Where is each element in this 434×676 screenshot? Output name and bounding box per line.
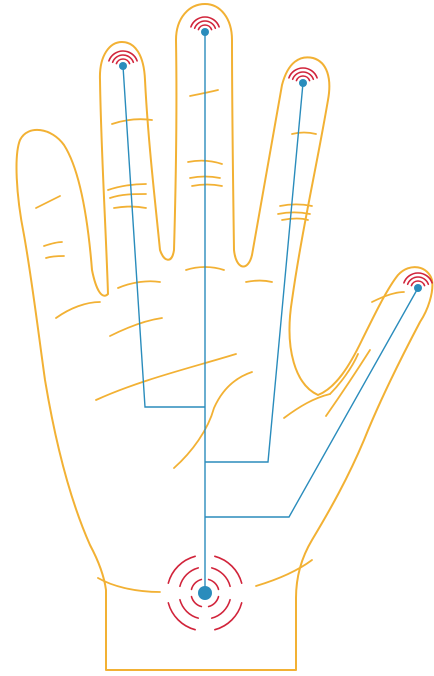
connector-lines (122, 32, 419, 593)
touch-nodes (119, 28, 422, 600)
wrist-pulse-arc-3-2 (214, 555, 243, 584)
tip-pulse-arc-2-1 (115, 58, 131, 65)
crease-line-27 (97, 577, 161, 593)
fingertip-node-3 (299, 79, 307, 87)
pulse-rings (108, 16, 433, 631)
crease-line-3 (45, 255, 65, 259)
crease-line-21 (109, 317, 163, 337)
crease-line-6 (109, 193, 147, 199)
crease-line-26 (371, 291, 405, 303)
crease-line-15 (281, 217, 309, 221)
crease-line-7 (113, 205, 147, 209)
connector-line-2 (122, 65, 205, 408)
crease-line-18 (245, 279, 273, 283)
tip-pulse-arc-3-3 (288, 67, 318, 79)
tip-pulse-arc-3-1 (295, 75, 311, 82)
wrist-node (198, 586, 212, 600)
tip-pulse-arc-1-2 (193, 20, 217, 30)
wrist-pulse-arc-3-3 (214, 602, 243, 631)
crease-line-20 (95, 353, 237, 401)
tip-pulse-arc-1-3 (190, 16, 220, 28)
tip-pulse-arc-3-2 (291, 71, 315, 81)
crease-line-25 (325, 349, 371, 417)
crease-line-13 (279, 203, 313, 207)
palm-creases (35, 89, 405, 593)
crease-line-22 (173, 371, 253, 469)
wrist-pulse-arc-1-2 (207, 578, 220, 591)
tip-pulse-arc-4-2 (406, 276, 430, 286)
wrist-pulse-arc-1-3 (207, 595, 220, 608)
fingertip-node-2 (119, 62, 127, 70)
crease-line-1 (35, 195, 61, 209)
crease-line-16 (117, 280, 161, 289)
crease-line-12 (291, 131, 317, 135)
wrist-pulse-arc-1-4 (190, 595, 203, 608)
crease-line-28 (255, 559, 313, 587)
crease-line-4 (111, 118, 153, 125)
hand-outline-icon (15, 3, 434, 671)
crease-line-23 (283, 393, 331, 419)
wrist-pulse-arc-2-2 (210, 567, 231, 588)
tip-pulse-arc-2-3 (108, 50, 138, 62)
wrist-pulse-arc-1-1 (190, 578, 203, 591)
connector-line-4 (205, 287, 419, 518)
crease-line-24 (329, 353, 359, 395)
wrist-pulse-arc-3-1 (167, 555, 196, 584)
tip-pulse-arc-4-1 (410, 280, 426, 287)
hand-silhouette-icon (15, 3, 434, 671)
wrist-pulse-arc-2-4 (179, 598, 200, 619)
wrist-pulse-arc-2-3 (210, 598, 231, 619)
crease-line-9 (187, 159, 223, 165)
tip-pulse-arc-1-1 (197, 24, 213, 31)
fingertip-node-1 (201, 28, 209, 36)
crease-line-11 (191, 183, 223, 187)
wrist-pulse-arc-2-1 (179, 567, 200, 588)
crease-line-5 (107, 183, 147, 191)
connector-line-3 (205, 82, 304, 463)
crease-line-8 (189, 89, 219, 97)
crease-line-14 (277, 211, 311, 215)
fingertip-node-4 (414, 284, 422, 292)
wrist-pulse-arc-3-4 (167, 602, 196, 631)
tip-pulse-arc-2-2 (111, 54, 135, 64)
tip-pulse-arc-4-3 (403, 272, 433, 284)
crease-line-19 (55, 301, 101, 319)
crease-line-2 (43, 241, 63, 247)
